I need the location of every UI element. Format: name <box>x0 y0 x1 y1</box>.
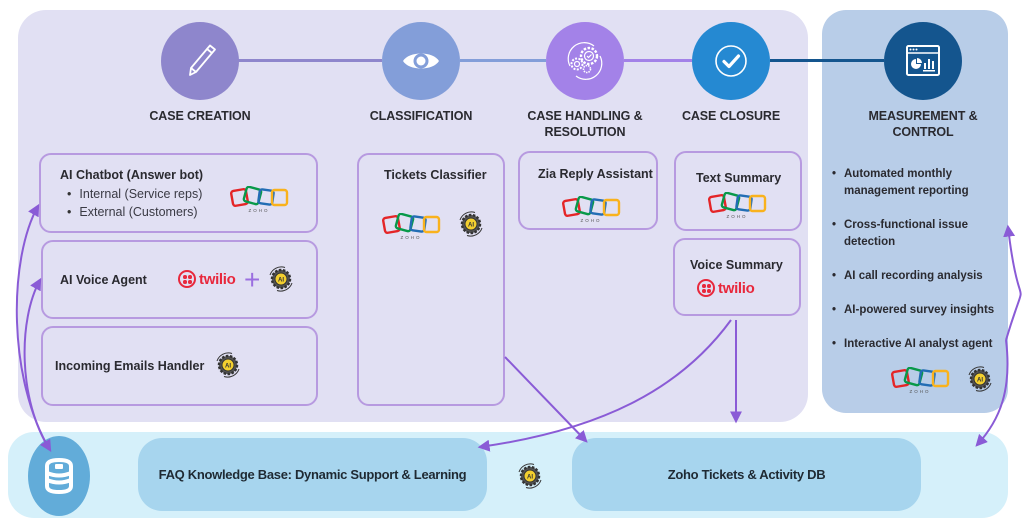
eye-icon <box>403 53 439 69</box>
chatbot-bullets: Internal (Service reps) External (Custom… <box>67 185 202 221</box>
stage-case-creation <box>161 22 239 100</box>
zia-reply-title: Zia Reply Assistant <box>538 167 653 181</box>
svg-text:AI: AI <box>468 222 474 228</box>
zoho-logo-mark: ZOHO <box>382 212 441 240</box>
ai-gear-mark: AI <box>518 463 542 489</box>
emails-handler-card <box>41 326 318 406</box>
stage-classification <box>382 22 460 100</box>
checkmark-icon <box>715 45 747 77</box>
gears-icon <box>567 42 603 80</box>
measurement-item: AI call recording analysis <box>832 268 1004 285</box>
measurement-item: Interactive AI analyst agent <box>832 336 1004 353</box>
zoho-logo: ZOHO <box>562 195 624 229</box>
chatbot-title: AI Chatbot (Answer bot) <box>60 168 204 182</box>
zoho-logo: ZOHO <box>891 366 953 400</box>
measurement-list: Automated monthly management reporting C… <box>832 166 1004 370</box>
connector-line <box>460 59 546 62</box>
zoho-logo-mark: ZOHO <box>230 185 289 213</box>
twilio-mark-icon <box>697 279 715 297</box>
chatbot-bullet: External (Customers) <box>67 203 202 221</box>
dashboard-chart-icon <box>906 45 940 76</box>
ai-gear-icon: AI <box>514 460 546 497</box>
ai-gear-mark: AI <box>968 366 992 392</box>
database-icon <box>45 457 73 495</box>
ai-gear-mark: AI <box>269 266 293 292</box>
voice-agent-title: AI Voice Agent <box>60 273 147 287</box>
stage-case-handling <box>546 22 624 100</box>
measurement-item: AI-powered survey insights <box>832 302 1004 319</box>
plus-icon: + <box>244 264 261 295</box>
tickets-classifier-title: Tickets Classifier <box>384 168 487 182</box>
twilio-wordmark: twilio <box>199 270 236 288</box>
stage-label-line: MEASUREMENT & <box>868 109 978 123</box>
faq-knowledge-base: FAQ Knowledge Base: Dynamic Support & Le… <box>138 438 487 511</box>
text-summary-title: Text Summary <box>696 171 782 185</box>
zoho-logo: ZOHO <box>230 185 292 219</box>
twilio-mark-icon <box>178 270 196 288</box>
svg-text:ZOHO: ZOHO <box>401 235 422 240</box>
zia-reply-card <box>518 151 658 230</box>
svg-text:AI: AI <box>977 377 983 383</box>
svg-text:ZOHO: ZOHO <box>249 208 270 213</box>
twilio-logo: twilio <box>178 270 236 288</box>
connector-line <box>238 59 382 62</box>
stage-label-case-handling: CASE HANDLING & RESOLUTION <box>510 108 660 140</box>
zoho-logo: ZOHO <box>708 191 770 225</box>
twilio-logo: twilio <box>697 279 755 297</box>
svg-text:AI: AI <box>527 474 533 480</box>
zoho-logo-mark: ZOHO <box>562 195 621 223</box>
twilio-wordmark: twilio <box>718 279 755 297</box>
voice-summary-title: Voice Summary <box>690 258 783 272</box>
text-summary-card <box>674 151 802 231</box>
stage-label-case-closure: CASE CLOSURE <box>681 109 781 123</box>
voice-summary-card <box>673 238 801 316</box>
zoho-logo-mark: ZOHO <box>891 366 950 394</box>
connector-line <box>624 59 692 62</box>
svg-text:AI: AI <box>278 277 284 283</box>
measurement-item: Cross-functional issue detection <box>832 217 1004 251</box>
svg-text:ZOHO: ZOHO <box>581 218 602 223</box>
pencil-icon <box>189 44 216 76</box>
stage-label-measurement: MEASUREMENT & CONTROL <box>848 108 998 140</box>
stage-label-line: RESOLUTION <box>544 125 626 139</box>
svg-text:ZOHO: ZOHO <box>727 214 748 219</box>
tickets-classifier-card <box>357 153 505 406</box>
stage-label-line: CASE HANDLING & <box>527 109 643 123</box>
stage-case-closure <box>692 22 770 100</box>
measurement-item: Automated monthly management reporting <box>832 166 1004 200</box>
svg-text:AI: AI <box>225 363 231 369</box>
ai-gear-mark: AI <box>216 352 240 378</box>
ai-gear-icon: AI <box>265 263 297 300</box>
ai-gear-icon: AI <box>964 363 996 400</box>
chatbot-bullet: Internal (Service reps) <box>67 185 202 203</box>
database-node <box>28 436 90 516</box>
arrow-measure-db <box>1003 224 1022 341</box>
zoho-logo: ZOHO <box>382 212 444 246</box>
stage-label-line: CONTROL <box>892 125 954 139</box>
stage-measurement <box>884 22 962 100</box>
svg-text:ZOHO: ZOHO <box>910 389 931 394</box>
ai-gear-mark: AI <box>459 211 483 237</box>
stage-label-classification: CLASSIFICATION <box>369 109 473 123</box>
emails-handler-title: Incoming Emails Handler <box>55 359 205 373</box>
zoho-tickets-db: Zoho Tickets & Activity DB <box>572 438 921 511</box>
stage-label-case-creation: CASE CREATION <box>149 109 251 123</box>
ai-gear-icon: AI <box>212 349 244 386</box>
connector-line <box>770 59 884 62</box>
zoho-logo-mark: ZOHO <box>708 191 767 219</box>
ai-gear-icon: AI <box>455 208 487 245</box>
